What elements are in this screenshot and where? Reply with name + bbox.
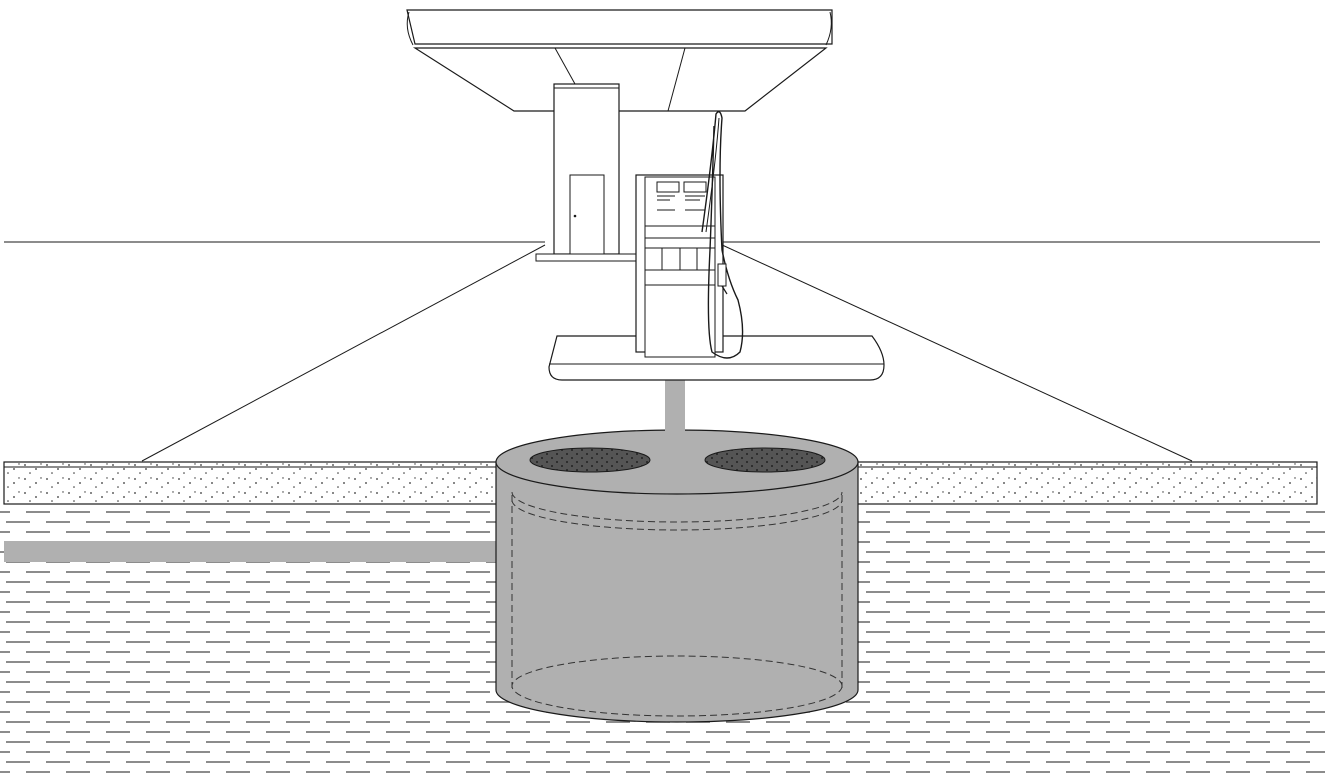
kiosk-door bbox=[569, 174, 605, 255]
kiosk-building bbox=[535, 83, 637, 262]
tank-manhole-right bbox=[704, 447, 826, 473]
dispenser-screen-left bbox=[656, 181, 680, 193]
horizontal-pipe bbox=[4, 541, 496, 562]
fuel-nozzle bbox=[717, 263, 728, 295]
fuel-hose bbox=[701, 111, 744, 359]
dispenser-screen-right bbox=[683, 181, 707, 193]
fuel-station-canopy bbox=[406, 9, 833, 112]
tank-manhole-left bbox=[529, 447, 651, 473]
underground-storage-tank bbox=[495, 429, 859, 723]
perspective-lines bbox=[141, 243, 1193, 462]
door-handle bbox=[573, 214, 577, 218]
pump-island bbox=[548, 335, 885, 381]
vertical-fill-pipe bbox=[665, 380, 685, 432]
